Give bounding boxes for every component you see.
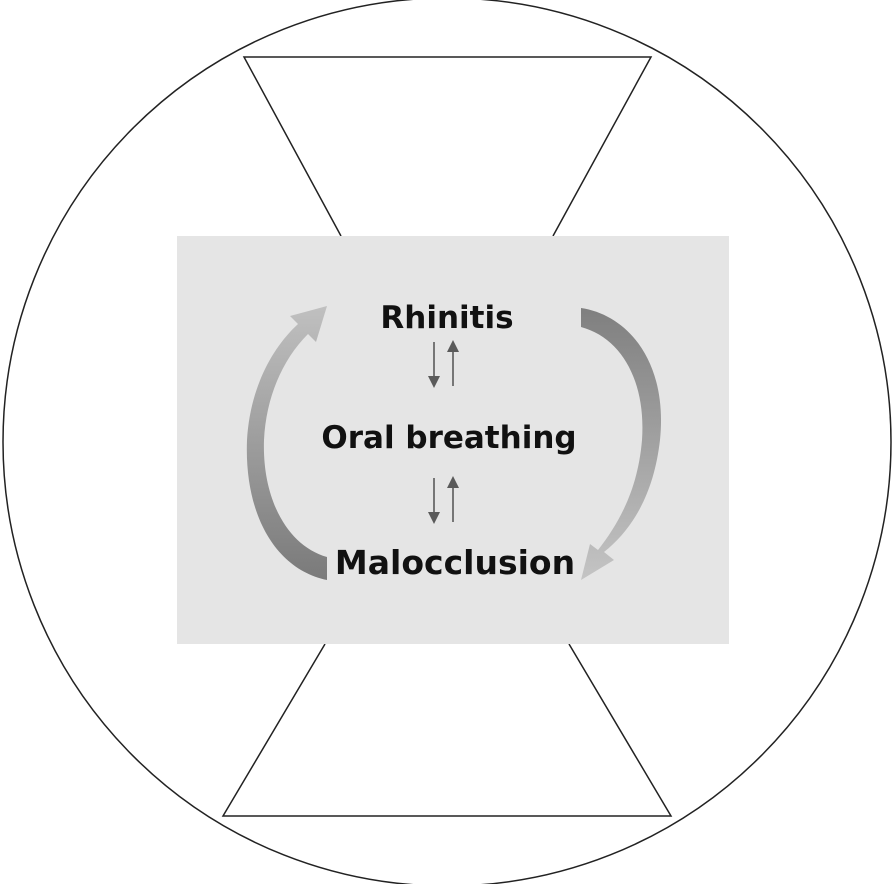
right-curved-arrow <box>581 308 662 580</box>
down-arrowhead-icon <box>428 512 440 524</box>
bidirectional-arrow-top <box>428 340 459 388</box>
up-arrowhead-icon <box>447 476 459 488</box>
left-curved-arrow <box>246 306 327 580</box>
bidirectional-arrow-bottom <box>428 476 459 524</box>
node-oral-breathing: Oral breathing <box>321 420 576 456</box>
node-rhinitis: Rhinitis <box>380 300 513 336</box>
bottom-funnel-shape <box>221 643 673 817</box>
center-panel <box>177 236 729 644</box>
node-malocclusion: Malocclusion <box>335 543 575 582</box>
top-funnel-shape <box>242 56 653 237</box>
up-arrowhead-icon <box>447 340 459 352</box>
down-arrowhead-icon <box>428 376 440 388</box>
